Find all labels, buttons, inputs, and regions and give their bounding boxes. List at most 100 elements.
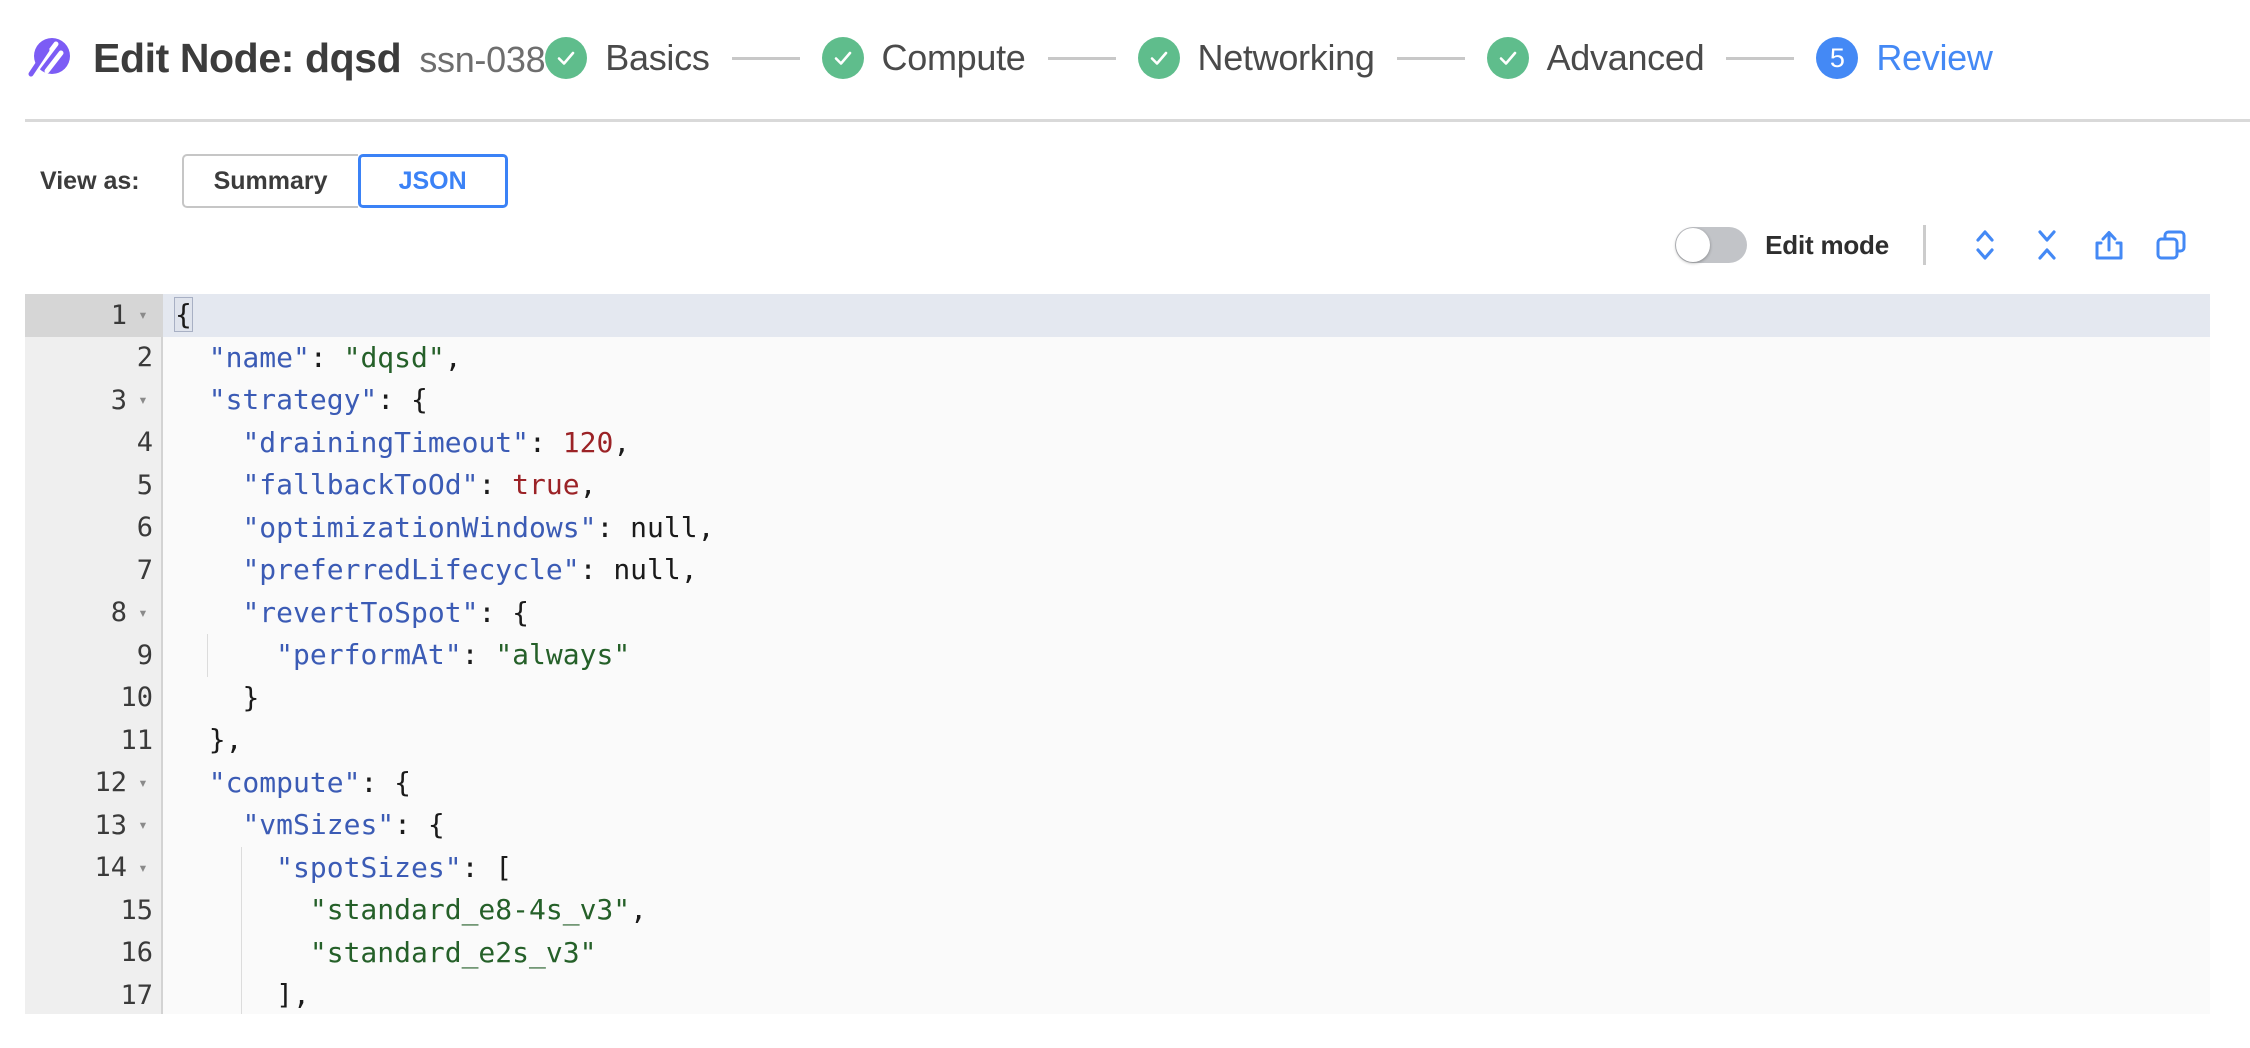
edit-mode-label: Edit mode [1765,229,1889,260]
fold-arrow-icon[interactable]: ▾ [138,602,148,622]
step-basics[interactable]: Basics [545,37,710,79]
code-line[interactable]: 2 "name": "dqsd", [25,337,2210,380]
token-punc: : { [478,595,530,629]
token-punc: : [461,638,496,671]
view-as-json-button[interactable]: JSON [357,154,508,208]
code-line[interactable]: 5 "fallbackToOd": true, [25,464,2210,507]
token-key: "vmSizes" [242,808,395,841]
token-punc: , [579,468,597,501]
check-icon [1150,51,1167,65]
code-line-text: "vmSizes": { [163,804,445,847]
token-punc: , [680,553,698,586]
step-compute-badge [821,37,864,79]
line-number: 11 [120,724,153,756]
code-line[interactable]: 13▾ "vmSizes": { [25,804,2210,847]
code-line[interactable]: 7 "preferredLifecycle": null, [25,549,2210,592]
export-icon[interactable] [2078,222,2140,268]
editor-code-area[interactable]: 1▾{2 "name": "dqsd",3▾ "strategy": {4 "d… [25,294,2210,1014]
title-block: Edit Node: dqsd ssn-038 [93,35,545,82]
view-as-label: View as: [40,166,140,195]
line-number: 10 [120,682,153,714]
editor-toolbar: Edit mode [0,208,2250,282]
token-punc: : [579,553,614,586]
code-line[interactable]: 1▾ { [25,294,2210,337]
token-null: null [630,510,698,544]
code-line[interactable]: 12▾ "compute": { [25,762,2210,805]
step-review[interactable]: 5 Review [1816,37,1993,79]
token-punc: : { [394,808,445,841]
code-line[interactable]: 6 "optimizationWindows": null, [25,507,2210,550]
token-punc: , [613,425,631,459]
code-line-text: "revertToSpot": { [163,592,529,635]
fold-arrow-icon[interactable]: ▾ [138,772,148,792]
code-line-text: "optimizationWindows": null, [163,507,714,550]
step-review-badge: 5 [1816,37,1859,79]
fold-arrow-icon[interactable]: ▾ [138,390,148,410]
copy-icon[interactable] [2140,222,2202,268]
line-number: 13▾ [25,804,163,847]
code-line-text: "compute": { [163,762,411,805]
token-punc: : [ [461,850,513,884]
code-line-text: "preferredLifecycle": null, [163,549,698,592]
editor-gutter [25,294,163,1014]
view-as-summary-button[interactable]: Summary [181,154,358,208]
json-editor[interactable]: 1▾{2 "name": "dqsd",3▾ "strategy": {4 "d… [25,294,2210,1014]
step-compute[interactable]: Compute [821,37,1026,79]
code-line[interactable]: 9 "performAt": "always" [25,634,2210,677]
token-key: "strategy" [208,383,378,416]
token-punc: , [697,510,715,544]
view-as-segmented-control[interactable]: Summary JSON [181,154,508,208]
token-punc: , [630,893,648,926]
header-divider [25,119,2250,122]
token-bool: true [512,468,580,501]
token-str: "standard_e8-4s_v3" [309,893,631,926]
edit-mode-toggle[interactable] [1675,227,1748,263]
indent-guide [207,634,208,677]
token-key: "performAt" [276,638,462,671]
line-number: 1▾ [25,294,163,337]
code-line[interactable]: 10 } [25,677,2210,720]
code-line[interactable]: 8▾ "revertToSpot": { [25,592,2210,635]
page-header: Edit Node: dqsd ssn-038 Basics Compute [0,0,2250,122]
collapse-all-icon[interactable] [2016,222,2078,268]
view-as-row: View as: Summary JSON [0,122,2250,208]
token-punc: : { [377,383,428,416]
code-line[interactable]: 11 }, [25,719,2210,762]
code-line[interactable]: 14▾ "spotSizes": [ [25,847,2210,890]
code-line-text: "standard_e2s_v3" [163,932,597,975]
line-number: 4 [136,427,153,459]
code-line-text: ], [163,974,310,1014]
code-line[interactable]: 3▾ "strategy": { [25,379,2210,422]
step-connector-4 [1726,56,1795,60]
line-number: 9 [136,639,153,671]
code-line[interactable]: 17 ], [25,974,2210,1014]
code-line[interactable]: 16 "standard_e2s_v3" [25,932,2210,975]
step-networking[interactable]: Networking [1137,37,1375,79]
step-networking-label: Networking [1197,37,1375,78]
fold-arrow-icon[interactable]: ▾ [138,857,148,877]
step-advanced[interactable]: Advanced [1486,37,1705,79]
line-number: 2 [136,342,153,374]
token-punc: : [596,510,631,544]
spot-logo-icon [25,36,71,82]
toolbar-divider [1923,225,1926,265]
expand-all-icon[interactable] [1954,222,2016,268]
token-punc: : { [360,765,412,799]
code-line-text: "drainingTimeout": 120, [163,422,630,465]
line-number: 6 [136,512,153,544]
token-key: "optimizationWindows" [242,510,597,544]
line-number: 15 [120,894,153,926]
step-connector-1 [731,56,800,60]
token-key: "drainingTimeout" [242,425,530,459]
token-punc: { [174,297,193,332]
fold-arrow-icon[interactable]: ▾ [138,305,148,325]
page-subtitle: ssn-038 [419,38,546,80]
token-str: "dqsd" [343,340,445,374]
fold-arrow-icon[interactable]: ▾ [138,815,148,835]
code-line[interactable]: 4 "drainingTimeout": 120, [25,422,2210,465]
step-basics-label: Basics [605,37,710,78]
check-icon [1499,51,1516,65]
code-line[interactable]: 15 "standard_e8-4s_v3", [25,889,2210,932]
step-basics-badge [545,37,588,79]
line-number: 5 [136,469,153,501]
